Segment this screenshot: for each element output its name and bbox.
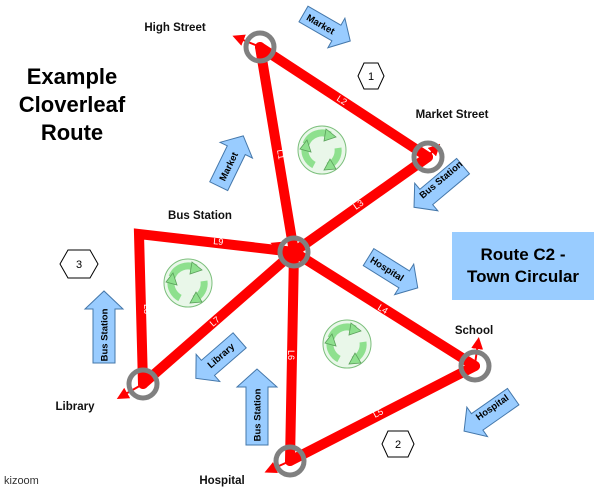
direction-arrow-market-top: Market — [298, 5, 351, 49]
line-label-L1: L1 — [275, 149, 287, 161]
stop-ring-school[interactable] — [458, 349, 492, 383]
title-line-3: Route — [41, 120, 103, 145]
loop-hexagon-1 — [357, 62, 385, 90]
loop-recycle-icon-1 — [298, 126, 346, 174]
route-line-L8-L9 — [133, 228, 299, 389]
line-label-L6: L6 — [286, 350, 296, 360]
stop-label-school: School — [455, 325, 493, 337]
direction-arrow-market-left: Market — [209, 135, 254, 192]
loop-hexagon-3 — [59, 249, 99, 279]
direction-arrow-bus-station-left-label: Bus Station — [100, 308, 111, 361]
line-label-L2: L2 — [335, 93, 349, 107]
stop-label-bus-station: Bus Station — [168, 210, 232, 222]
route-box-line-2: Town Circular — [467, 267, 579, 286]
stop-label-hospital: Hospital — [199, 475, 244, 487]
brand-logo: kizoom — [4, 475, 39, 487]
route-box-line-1: Route C2 - — [481, 245, 566, 264]
line-label-L9: L9 — [213, 236, 224, 247]
stop-label-market-street: Market Street — [416, 109, 489, 121]
line-label-L5: L5 — [371, 406, 384, 419]
loop-recycle-icon-2 — [323, 320, 371, 368]
route-line-L3 — [289, 152, 433, 257]
loop-number-3: 3 — [76, 259, 82, 271]
line-label-L4: L4 — [376, 302, 390, 316]
direction-arrow-library-mid — [195, 332, 247, 383]
stop-pointer-hospital — [264, 460, 291, 474]
direction-arrow-bus-station-bottom: Bus Station — [235, 368, 279, 446]
loop-hexagon-2 — [381, 430, 415, 458]
line-label-L3: L3 — [351, 198, 365, 212]
title-line-1: Example — [27, 64, 118, 89]
line-label-L8: L8 — [142, 304, 152, 314]
loop-number-2: 2 — [395, 439, 401, 451]
route-line-L7 — [138, 247, 299, 389]
title-line-2: Cloverleaf — [19, 92, 126, 117]
line-label-L7: L7 — [208, 314, 222, 328]
stop-ring-high-street[interactable] — [243, 30, 277, 64]
stop-label-library: Library — [56, 401, 96, 413]
route-line-L5 — [285, 361, 480, 466]
route-line-L4 — [289, 247, 480, 371]
route-line-L6 — [285, 247, 299, 466]
stop-label-high-street: High Street — [144, 22, 206, 34]
direction-arrow-hospital-right — [463, 387, 520, 438]
route-line-L1 — [255, 42, 299, 257]
stop-ring-market-street[interactable] — [411, 140, 445, 174]
loop-recycle-icon-3 — [164, 259, 212, 307]
stop-pointer-market-street — [427, 143, 441, 157]
direction-arrow-bus-station-right — [413, 157, 471, 212]
route-line-L2 — [255, 42, 433, 162]
direction-arrow-bus-station-left: Bus Station — [83, 290, 125, 364]
route-box — [452, 232, 594, 300]
stop-ring-hospital[interactable] — [273, 444, 307, 478]
stop-ring-bus-station[interactable] — [277, 235, 311, 269]
loop-number-1: 1 — [368, 71, 374, 83]
direction-arrow-bus-station-bottom-label: Bus Station — [253, 388, 264, 441]
stop-ring-library[interactable] — [126, 367, 160, 401]
